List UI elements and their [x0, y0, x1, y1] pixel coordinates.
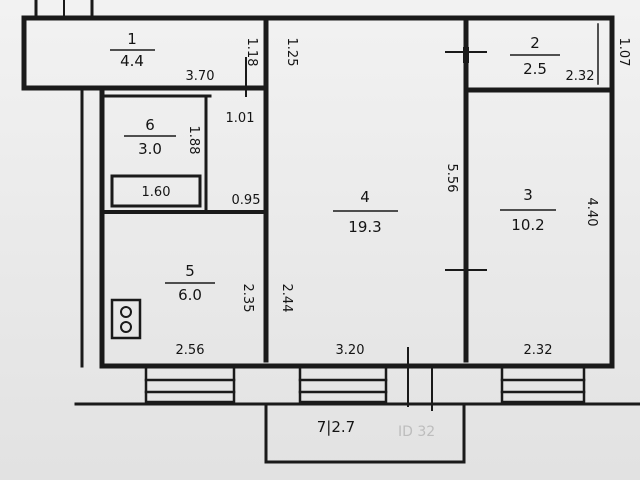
dim-room4-width: 3.20 [336, 343, 365, 358]
room-6-number: 6 [145, 116, 155, 134]
dim-room4-depth: 5.56 [444, 164, 459, 193]
room-2-number: 2 [530, 34, 540, 52]
dim-box-width: 1.60 [142, 185, 171, 200]
dim-room3-depth: 4.40 [584, 198, 599, 227]
dim-room5-width: 2.56 [176, 343, 205, 358]
dim-wall-height: 2.44 [279, 284, 294, 313]
dim-corridor-width: 1.01 [226, 111, 255, 126]
room-3-number: 3 [523, 186, 533, 204]
dim-room1-small-a: 1.18 [244, 38, 259, 67]
dim-room1-width: 3.70 [186, 69, 215, 84]
stove [110, 298, 142, 340]
dim-hall-width: 0.95 [232, 193, 261, 208]
room-4-area: 19.3 [348, 218, 381, 236]
watermark-text: ID 32 [398, 424, 435, 440]
room-4-number: 4 [360, 188, 370, 206]
room-1-walls [21, 0, 269, 91]
room-6-box [110, 174, 202, 208]
dim-room6-height: 1.88 [186, 126, 201, 155]
room-2-area: 2.5 [523, 60, 547, 78]
room-5-area: 6.0 [178, 286, 202, 304]
windows [144, 347, 586, 411]
interior-walls [104, 15, 615, 363]
room-1-area: 4.4 [120, 52, 144, 70]
room-3-area: 10.2 [511, 216, 544, 234]
dim-room1-height: 1.25 [284, 38, 299, 67]
room-6-area: 3.0 [138, 140, 162, 158]
room-5-number: 5 [185, 262, 195, 280]
dim-room2-width: 2.32 [566, 69, 595, 84]
dim-room3-width: 2.32 [524, 343, 553, 358]
balcony-label: 7|2.7 [317, 418, 355, 436]
dim-room5-height: 2.35 [240, 284, 255, 313]
room-1-number: 1 [127, 30, 137, 48]
balcony-outline [264, 402, 466, 464]
dim-room2-depth: 1.07 [616, 38, 631, 67]
